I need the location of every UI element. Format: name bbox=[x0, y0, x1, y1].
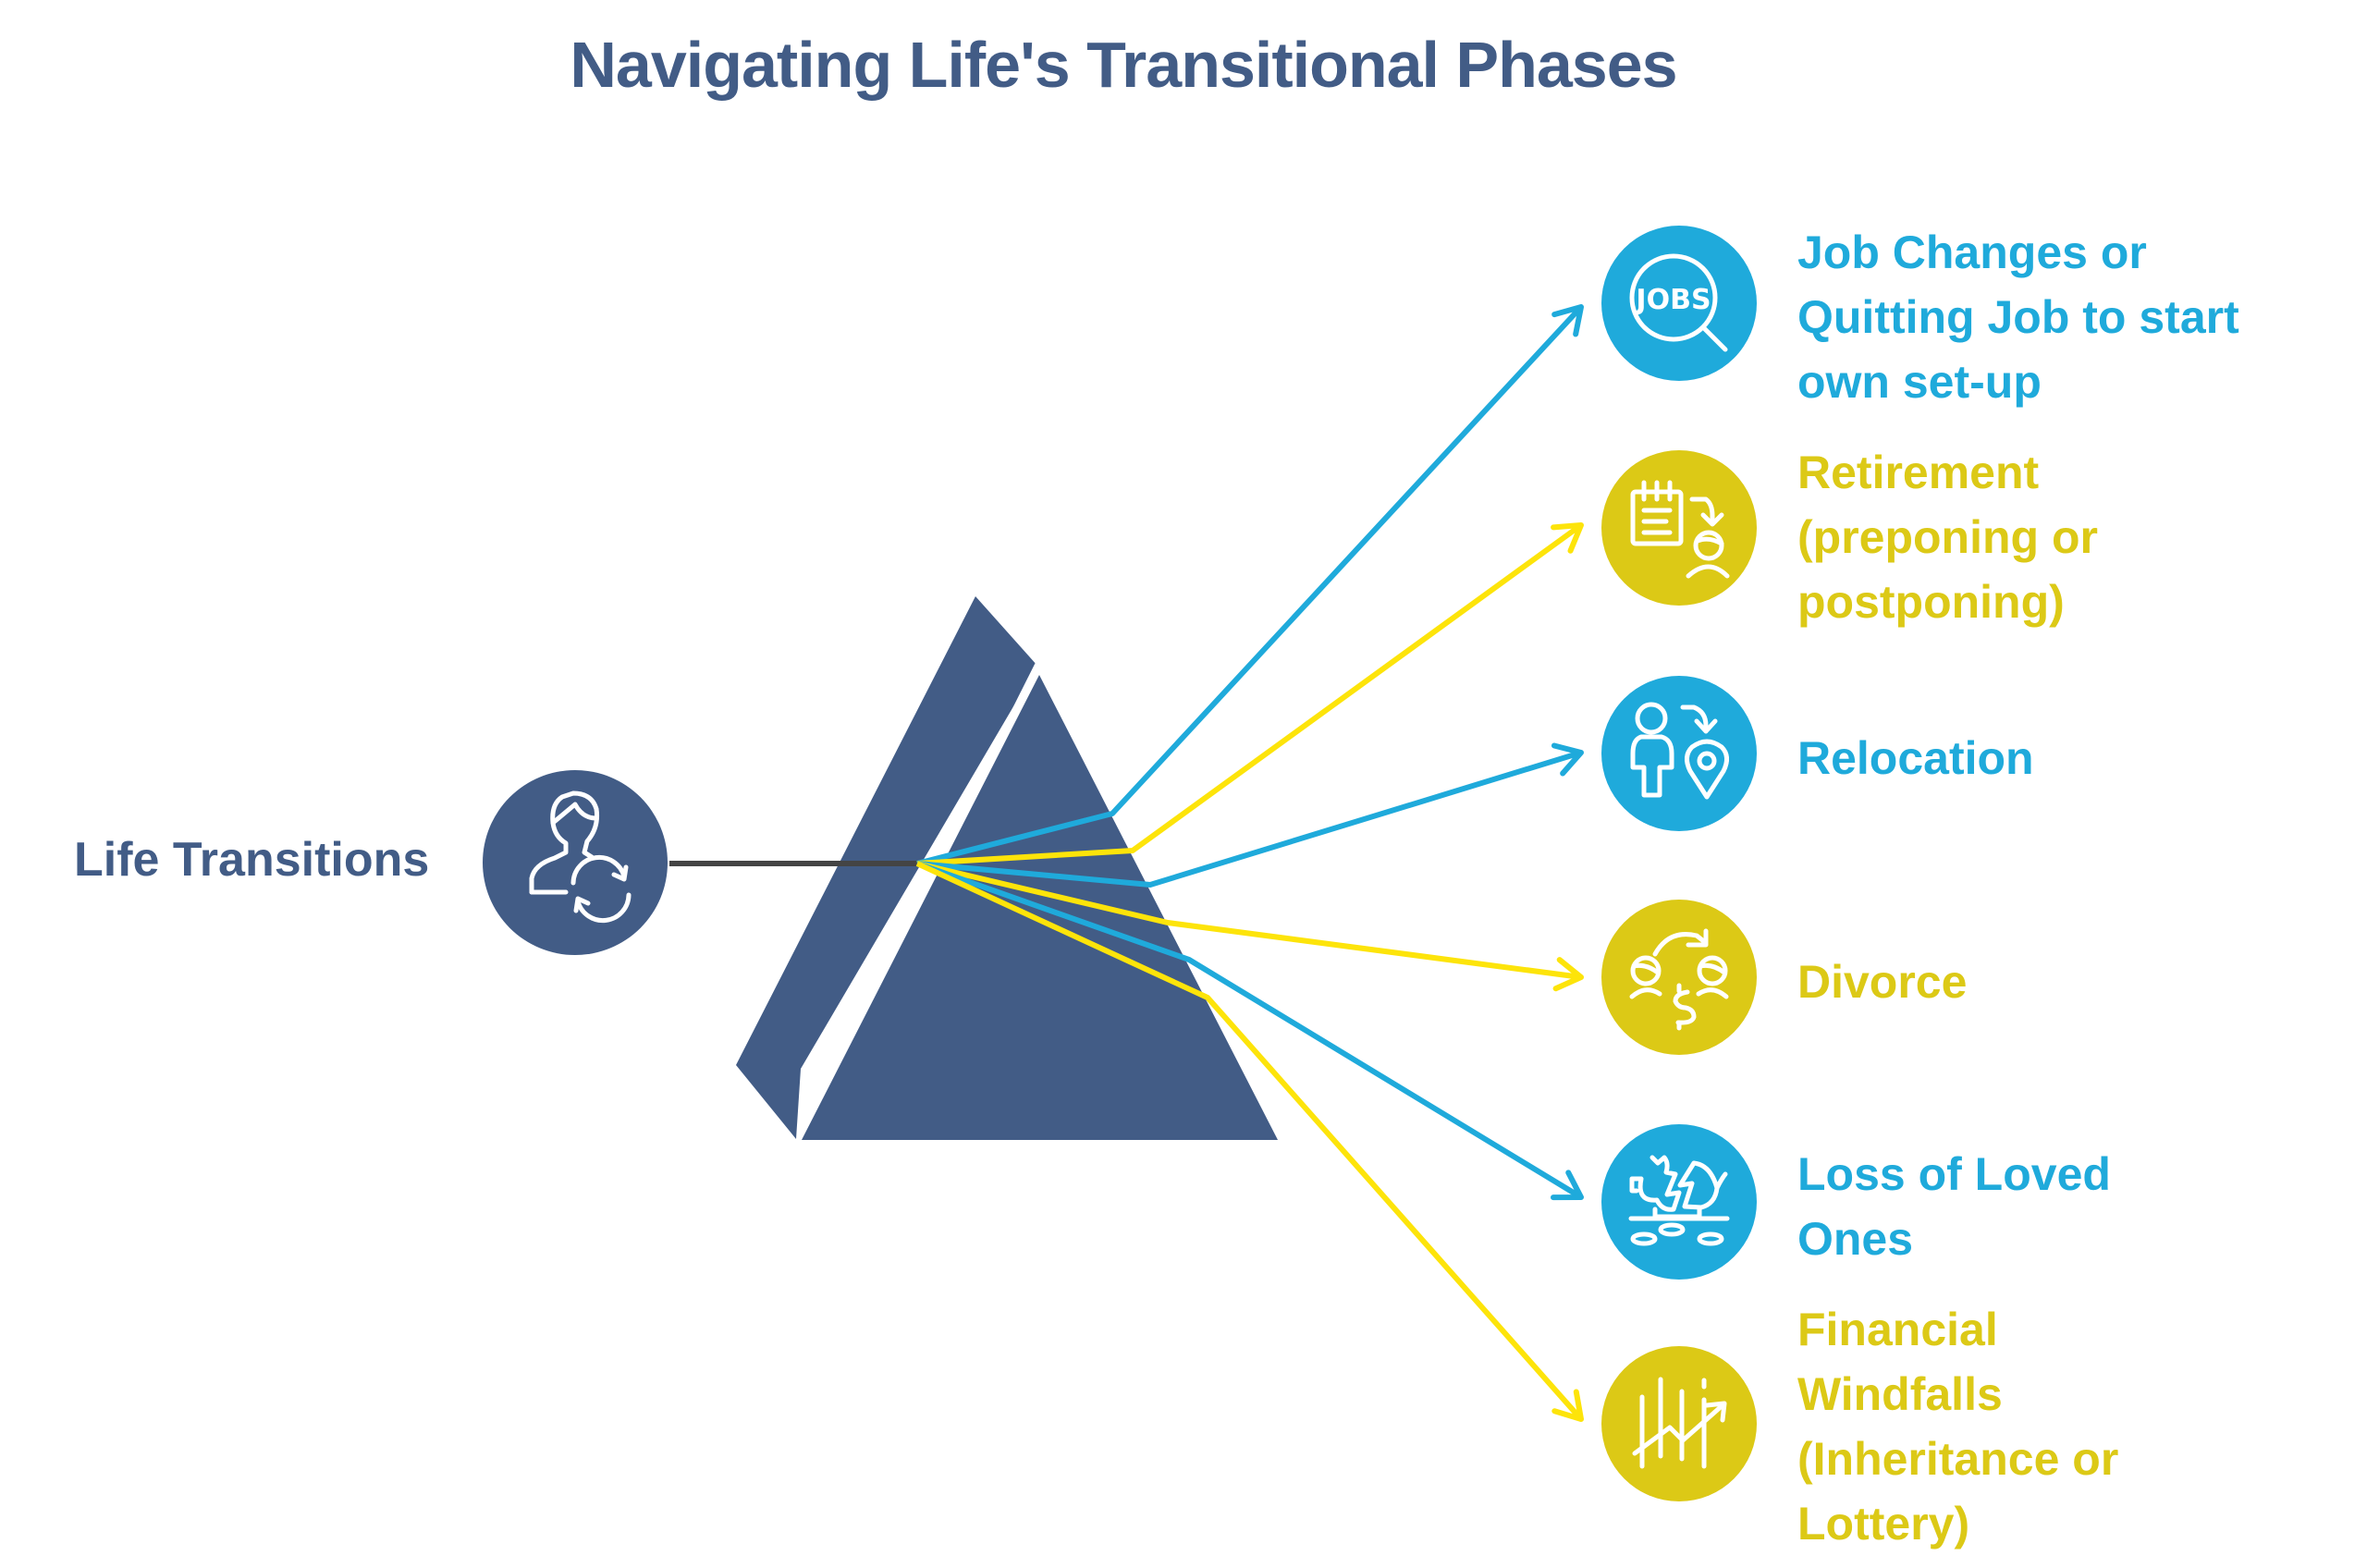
item-label-line: Quitting Job to start bbox=[1797, 291, 2239, 343]
item-node: JOBS bbox=[1601, 226, 1757, 381]
ray-3 bbox=[916, 861, 1582, 980]
arrowhead-icon bbox=[1551, 1389, 1584, 1422]
item-circles: JOBS bbox=[1601, 226, 1757, 1501]
item-circle bbox=[1601, 1346, 1757, 1501]
diagram-title: Navigating Life's Transitional Phases bbox=[570, 29, 1677, 101]
arrowhead-icon bbox=[1551, 522, 1584, 554]
item-label: Relocation bbox=[1797, 726, 2352, 790]
item-label-line: Windfalls bbox=[1797, 1368, 2003, 1420]
item-node bbox=[1601, 1346, 1757, 1501]
item-label-line: Divorce bbox=[1797, 956, 1968, 1008]
ray-1 bbox=[916, 522, 1583, 866]
item-label: Job Changes or Quitting Job to start own s… bbox=[1797, 220, 2352, 414]
ray-0 bbox=[916, 304, 1584, 866]
prism-edge bbox=[795, 662, 1040, 1143]
item-label-line: postponing) bbox=[1797, 576, 2065, 628]
ray-2 bbox=[916, 750, 1582, 888]
item-node bbox=[1601, 1124, 1757, 1280]
arrowhead-icon bbox=[1551, 742, 1584, 777]
item-node bbox=[1601, 676, 1757, 831]
item-label-line: Relocation bbox=[1797, 732, 2034, 784]
item-node bbox=[1601, 900, 1757, 1055]
item-node bbox=[1601, 450, 1757, 606]
item-label: Divorce bbox=[1797, 949, 2352, 1014]
retirement-calendar-icon bbox=[1630, 480, 1730, 579]
arrowhead-icon bbox=[1552, 957, 1584, 992]
relocation-pin-icon bbox=[1630, 702, 1729, 800]
person-cycle-icon bbox=[529, 790, 632, 924]
item-label-line: (Inheritance or bbox=[1797, 1433, 2119, 1485]
item-label-line: Loss of Loved bbox=[1797, 1148, 2111, 1200]
ray-4 bbox=[915, 861, 1583, 1200]
item-label-line: own set-up bbox=[1797, 356, 2042, 408]
prism-back-face bbox=[736, 596, 1037, 1139]
rays bbox=[915, 304, 1584, 1422]
item-circle bbox=[1601, 900, 1757, 1055]
item-label-line: Job Changes or bbox=[1797, 227, 2147, 278]
item-label-line: Financial bbox=[1797, 1304, 1998, 1355]
growth-chart-icon bbox=[1632, 1377, 1727, 1469]
ray-5 bbox=[915, 861, 1584, 1421]
broken-piggy-bank-icon bbox=[1628, 1155, 1730, 1246]
item-label-line: Ones bbox=[1797, 1213, 1914, 1265]
arrowhead-icon bbox=[1551, 1170, 1584, 1201]
source-label: Life Transitions bbox=[74, 833, 430, 887]
item-label: Retirement (preponing or postponing) bbox=[1797, 440, 2352, 634]
item-label-line: (preponing or bbox=[1797, 511, 2098, 563]
divorce-money-icon bbox=[1629, 928, 1729, 1031]
item-label-line: Retirement bbox=[1797, 447, 2040, 498]
svg-text:JOBS: JOBS bbox=[1634, 284, 1711, 316]
source-node bbox=[483, 770, 668, 955]
item-circle bbox=[1601, 676, 1757, 831]
jobs-search-icon: JOBS bbox=[1629, 253, 1728, 352]
arrowhead-icon bbox=[1551, 304, 1584, 337]
item-label-line: Lottery) bbox=[1797, 1498, 1970, 1550]
item-circle bbox=[1601, 1124, 1757, 1280]
